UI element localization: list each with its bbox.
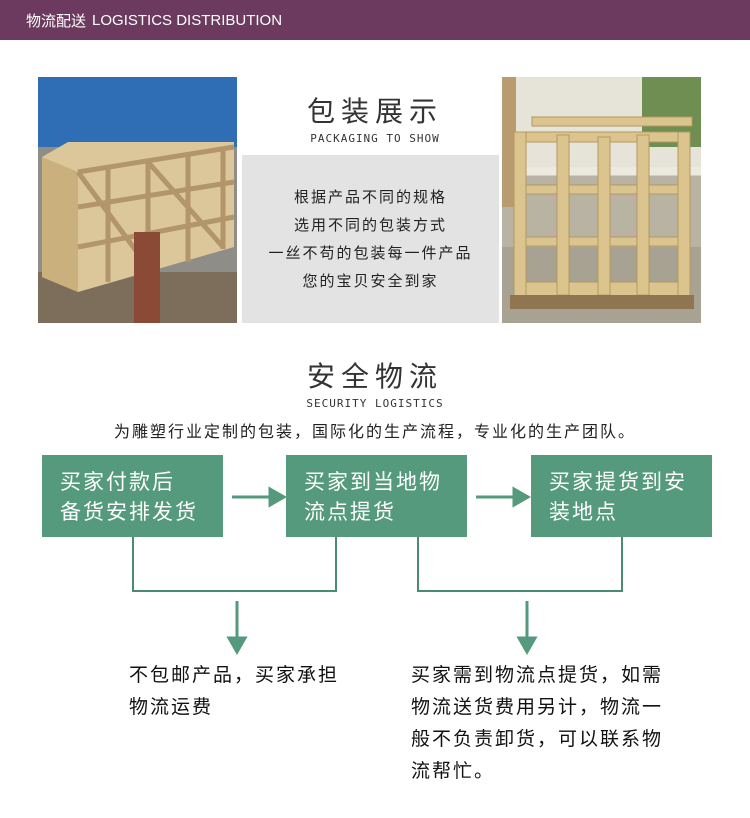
header-banner: 物流配送 LOGISTICS DISTRIBUTION — [0, 0, 750, 40]
arrow-right-icon — [512, 486, 532, 508]
arrow-down-icon — [226, 636, 248, 656]
note-shipping-cost: 不包邮产品，买家承担 物流运费 — [129, 659, 379, 723]
security-title-cn: 安全物流 — [306, 360, 443, 393]
note-line: 物流送货费用另计，物流一 — [411, 696, 664, 718]
banner-title-en: LOGISTICS DISTRIBUTION — [92, 11, 283, 29]
wooden-crate-photo-right — [502, 77, 701, 323]
step-line: 流点提货 — [304, 500, 396, 524]
step-line: 装地点 — [549, 500, 618, 524]
note-line: 般不负责卸货，可以联系物 — [411, 728, 664, 750]
packaging-line: 根据产品不同的规格 — [293, 188, 447, 206]
packaging-line: 您的宝贝安全到家 — [302, 272, 439, 290]
security-heading: 安全物流 SECURITY LOGISTICS — [0, 355, 750, 410]
packaging-title-en: PACKAGING TO SHOW — [310, 132, 440, 145]
note-line: 不包邮产品，买家承担 — [129, 664, 340, 686]
packaging-description-box: 根据产品不同的规格 选用不同的包装方式 一丝不苟的包装每一件产品 您的宝贝安全到… — [242, 155, 499, 323]
step-install-box: 买家提货到安 装地点 — [531, 455, 712, 537]
packaging-line: 选用不同的包装方式 — [293, 216, 447, 234]
step-line: 买家提货到安 — [549, 470, 687, 494]
step-line: 买家付款后 — [60, 470, 175, 494]
note-line: 物流运费 — [129, 696, 214, 718]
arrow-right-icon — [268, 486, 288, 508]
note-pickup-delivery: 买家需到物流点提货，如需 物流送货费用另计，物流一 般不负责卸货，可以联系物 流… — [411, 659, 701, 787]
packaging-title-cn: 包装展示 — [306, 95, 443, 128]
step-pickup-box: 买家到当地物 流点提货 — [286, 455, 467, 537]
banner-title-cn: 物流配送 — [26, 11, 87, 30]
wooden-crate-photo-left — [38, 77, 237, 323]
arrow-down-icon — [516, 636, 538, 656]
step-line: 买家到当地物 — [304, 470, 442, 494]
security-title-en: SECURITY LOGISTICS — [306, 397, 444, 410]
packaging-heading: 包装展示 PACKAGING TO SHOW — [0, 90, 750, 145]
step-line: 备货安排发货 — [60, 500, 198, 524]
note-line: 流帮忙。 — [411, 760, 496, 782]
security-tagline: 为雕塑行业定制的包装，国际化的生产流程，专业化的生产团队。 — [113, 422, 636, 441]
packaging-line: 一丝不苟的包装每一件产品 — [268, 244, 473, 262]
note-line: 买家需到物流点提货，如需 — [411, 664, 664, 686]
step-payment-box: 买家付款后 备货安排发货 — [42, 455, 223, 537]
